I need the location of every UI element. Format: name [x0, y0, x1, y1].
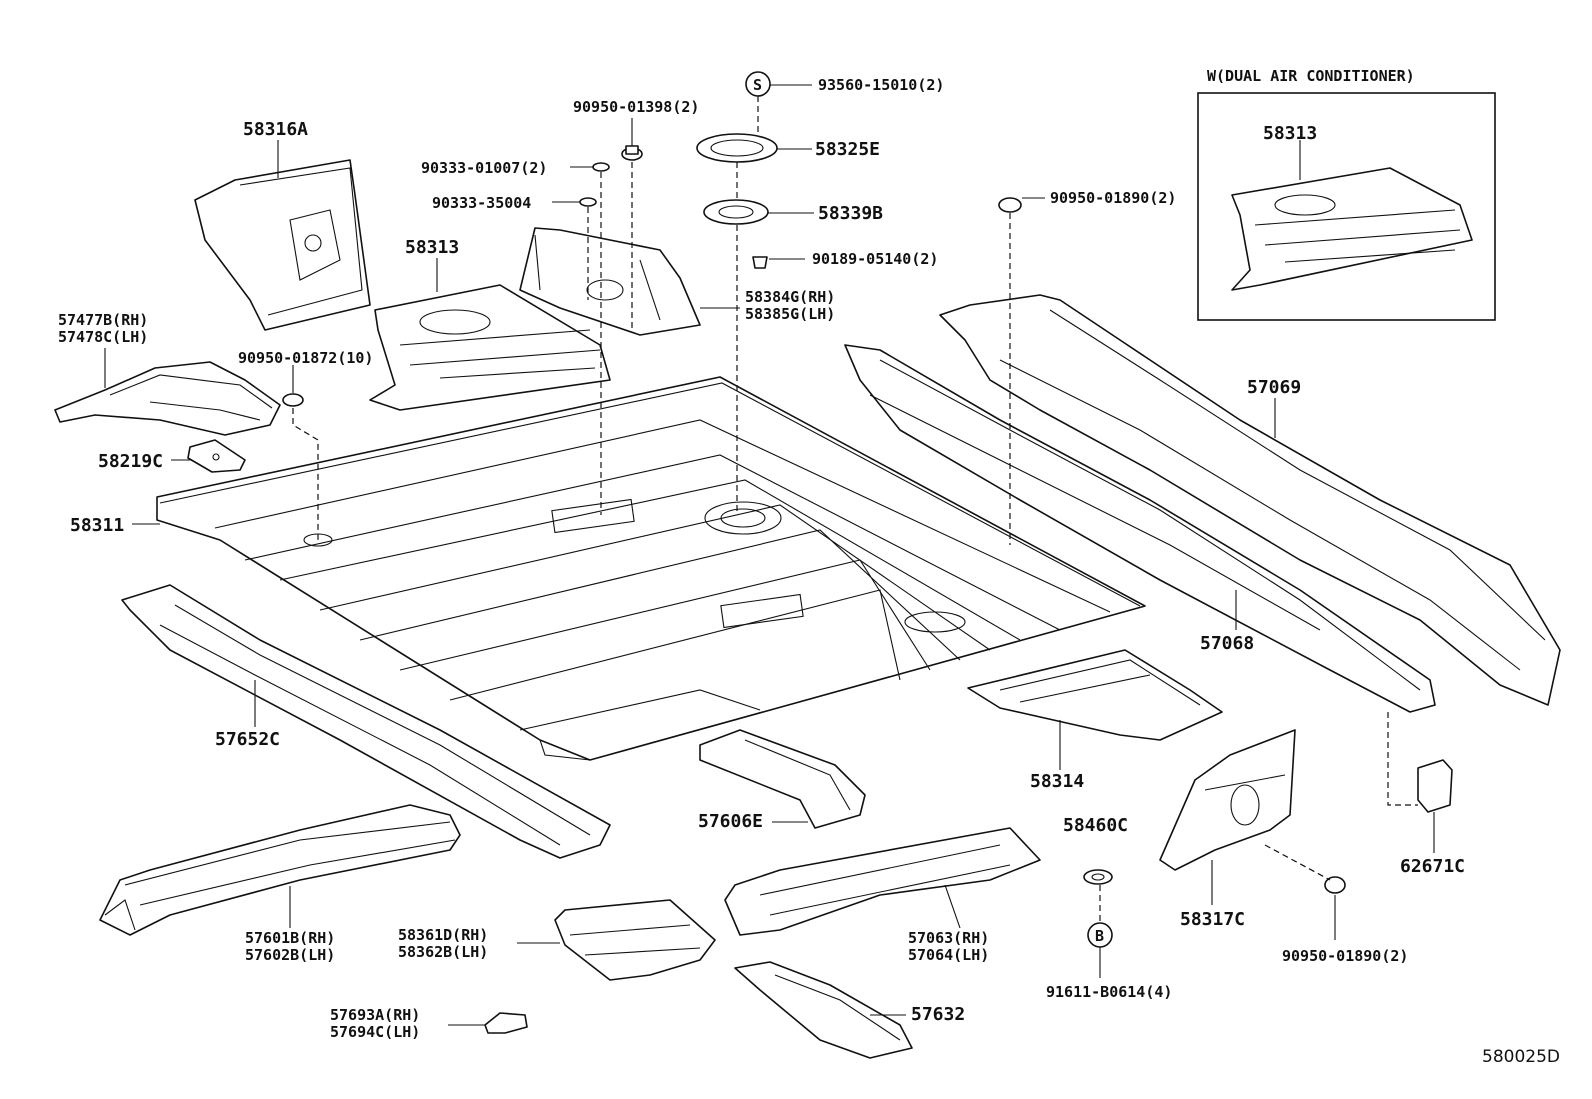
part-57069	[939, 294, 1561, 706]
label-57601B: 57601B(RH)	[245, 929, 335, 947]
label-57693A: 57693A(RH)	[330, 1006, 420, 1024]
label-58314: 58314	[1030, 771, 1084, 792]
label-90950-01398: 90950-01398(2)	[573, 98, 699, 116]
part-58316A	[194, 159, 371, 331]
label-90950-01890-bottom: 90950-01890(2)	[1282, 947, 1408, 965]
part-58361D	[554, 899, 716, 981]
part-57693A	[484, 1012, 528, 1034]
label-90950-01872: 90950-01872(10)	[238, 349, 373, 367]
label-58316A: 58316A	[243, 119, 308, 140]
diagram-code: 580025D	[1482, 1047, 1560, 1067]
part-57652C	[121, 584, 611, 859]
label-58361D: 58361D(RH)	[398, 926, 488, 944]
label-90189-05140: 90189-05140(2)	[812, 250, 938, 268]
part-58313	[369, 284, 611, 411]
label-58313: 58313	[405, 237, 459, 258]
label-58460C: 58460C	[1063, 815, 1128, 836]
label-57068: 57068	[1200, 633, 1254, 654]
label-58362B: 58362B(LH)	[398, 943, 488, 961]
floor-pan-58311	[156, 376, 1146, 761]
marker-s: S	[745, 71, 771, 97]
label-57694C: 57694C(LH)	[330, 1023, 420, 1041]
label-57606E: 57606E	[698, 811, 763, 832]
leader-lines	[104, 84, 1435, 1026]
label-58339B: 58339B	[818, 203, 883, 224]
inset-dual-air-conditioner: W(DUAL AIR CONDITIONER) 58313	[1197, 67, 1496, 321]
fastener-90189-05140	[752, 256, 768, 269]
label-inset-58313: 58313	[1263, 123, 1317, 144]
part-57606E	[699, 729, 866, 829]
part-62671C	[1417, 759, 1453, 813]
part-57477B	[54, 361, 281, 436]
label-57602B: 57602B(LH)	[245, 946, 335, 964]
label-58317C: 58317C	[1180, 909, 1245, 930]
label-57069: 57069	[1247, 377, 1301, 398]
label-57477B: 57477B(RH)	[58, 311, 148, 329]
part-57063	[724, 827, 1041, 936]
label-57064: 57064(LH)	[908, 946, 989, 964]
label-57632: 57632	[911, 1004, 965, 1025]
inset-title: W(DUAL AIR CONDITIONER)	[1207, 67, 1415, 85]
label-57063: 57063(RH)	[908, 929, 989, 947]
fastener-90333-35004	[579, 197, 597, 207]
label-58385G: 58385G(LH)	[745, 305, 835, 323]
fastener-90950-01398	[621, 145, 643, 161]
label-58384G: 58384G(RH)	[745, 288, 835, 306]
label-62671C: 62671C	[1400, 856, 1465, 877]
label-90333-35004: 90333-35004	[432, 194, 531, 212]
fastener-90950-01872	[282, 393, 304, 407]
part-57601B	[99, 804, 461, 936]
fastener-90950-01890-a	[998, 197, 1022, 213]
label-58219C: 58219C	[98, 451, 163, 472]
part-58339B	[703, 199, 769, 225]
svg-text:S: S	[753, 76, 762, 94]
svg-text:B: B	[1095, 927, 1104, 945]
part-58314	[967, 649, 1223, 741]
inset-part-58313	[1231, 167, 1473, 291]
part-57632	[734, 961, 913, 1059]
label-58325E: 58325E	[815, 139, 880, 160]
assembly-lines	[292, 96, 1418, 928]
part-57068	[844, 344, 1436, 713]
label-57652C: 57652C	[215, 729, 280, 750]
label-91611-B0614: 91611-B0614(4)	[1046, 983, 1172, 1001]
label-90333-01007: 90333-01007(2)	[421, 159, 547, 177]
part-58317C	[1159, 729, 1296, 871]
marker-b: B	[1087, 922, 1113, 948]
part-58460C	[1083, 869, 1113, 885]
part-58219C	[187, 439, 246, 473]
label-58311: 58311	[70, 515, 124, 536]
label-90950-01890-top: 90950-01890(2)	[1050, 189, 1176, 207]
label-57478C: 57478C(LH)	[58, 328, 148, 346]
fastener-90950-01890-b	[1324, 876, 1346, 894]
fastener-90333-01007	[592, 162, 610, 172]
part-58384G	[519, 227, 701, 336]
part-58325E	[696, 133, 778, 163]
label-93560-15010: 93560-15010(2)	[818, 76, 944, 94]
